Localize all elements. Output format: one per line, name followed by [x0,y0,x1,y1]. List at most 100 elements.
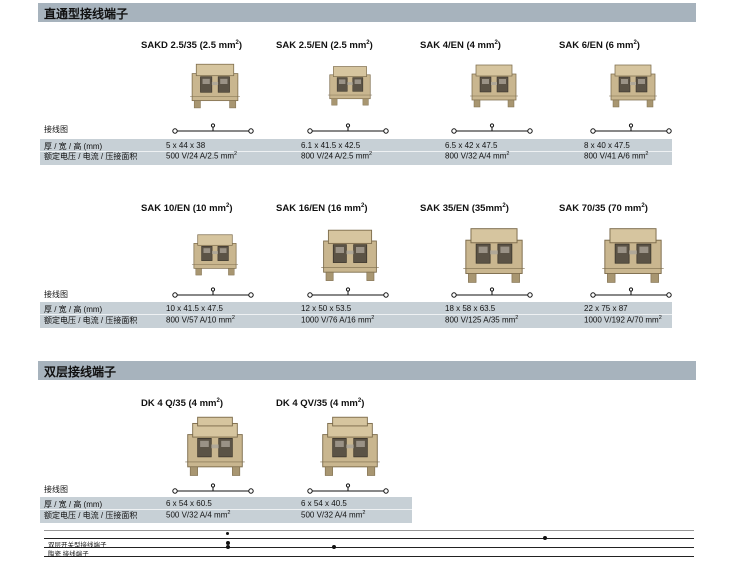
marker-dot [226,541,230,545]
product-photo [319,413,381,486]
dims-value: 8 x 40 x 47.5 [584,141,630,150]
divider [44,538,694,539]
dims-value: 6.5 x 42 x 47.5 [445,141,498,150]
wiring-diagram [590,123,672,134]
unit-superscript: 2 [231,315,235,321]
row-label-dims: 厚 / 宽 / 高 (mm) [44,500,103,509]
section-title: 双层接线端子 [44,365,117,379]
spec-row-divider [40,314,672,315]
dims-value: 12 x 50 x 53.5 [301,304,352,313]
spec-row-divider [40,151,672,152]
wiring-diagram [172,123,254,134]
rating-text: 800 V/57 A/10 mm [166,315,232,325]
product-title: SAK 2.5/EN (2.5 mm2) [276,40,373,51]
row-label-dims: 厚 / 宽 / 高 (mm) [44,305,103,314]
title-close: ) [229,203,233,215]
product-name: SAK 6/EN (6 mm [559,40,634,52]
dims-value: 22 x 75 x 87 [584,304,628,313]
title-close: ) [505,203,509,215]
wiring-diagram-cell [306,286,390,304]
product-photo [608,58,658,115]
wiring-diagram-cell [589,122,673,140]
unit-superscript: 2 [633,40,637,46]
marker-dot [226,545,230,549]
product-name: SAK 4/EN (4 mm [420,40,495,52]
product-photo [469,58,519,115]
rating-text: 500 V/32 A/4 mm [166,510,228,520]
wiring-diagram-cell [306,482,390,500]
marker-dot [332,545,336,549]
row-label-dims: 厚 / 宽 / 高 (mm) [44,142,103,151]
wiring-diagram [307,483,389,494]
row-label-rating: 额定电压 / 电流 / 压接面积 [44,152,138,161]
row-label-rating: 额定电压 / 电流 / 压接面积 [44,511,138,520]
rating-value: 500 V/24 A/2.5 mm2 [166,151,237,161]
rating-text: 800 V/24 A/2.5 mm [301,151,370,161]
unit-superscript: 2 [235,40,239,46]
title-close: ) [219,398,224,410]
rating-text: 1000 V/192 A/70 mm [584,315,659,325]
row-label-wiring: 接线图 [44,290,68,299]
section-title: 直通型接线端子 [44,7,129,21]
product-title: SAK 16/EN (16 mm2) [276,203,368,214]
dims-value: 5 x 44 x 38 [166,141,206,150]
rating-value: 800 V/57 A/10 mm2 [166,315,235,325]
unit-superscript: 2 [369,151,373,157]
wiring-diagram [451,123,533,134]
product-name: DK 4 Q/35 (4 mm [141,398,217,410]
unit-superscript: 2 [515,315,519,321]
product-photo [461,221,527,290]
terminal-block-image [321,229,379,281]
product-title: SAK 70/35 (70 mm2) [559,203,648,214]
title-close: ) [364,203,368,215]
rating-text: 500 V/32 A/4 mm [301,510,363,520]
product-photo [184,413,246,486]
unit-superscript: 2 [226,203,230,209]
wiring-diagram-cell [171,482,255,500]
product-name: SAK 16/EN (16 mm [276,203,362,215]
product-photo [320,222,380,289]
wiring-diagram [451,287,533,298]
product-photo [325,61,375,112]
wiring-diagram-cell [450,286,534,304]
rating-value: 500 V/32 A/4 mm2 [166,510,230,520]
footer-row-label: 双层开关型接线端子 [48,542,107,549]
rating-text: 800 V/32 A/4 mm [445,151,507,161]
dims-value: 6 x 54 x 60.5 [166,499,212,508]
product-photo [186,58,244,115]
rating-value: 1000 V/192 A/70 mm2 [584,315,662,325]
product-title: SAK 4/EN (4 mm2) [420,40,501,51]
product-title: SAK 35/EN (35mm2) [420,203,509,214]
product-name: SAK 2.5/EN (2.5 mm [276,40,367,52]
wiring-diagram [307,287,389,298]
divider [44,530,694,531]
wiring-diagram-cell [171,122,255,140]
rating-value: 800 V/32 A/4 mm2 [445,151,509,161]
unit-superscript: 2 [234,151,238,157]
row-label-wiring: 接线图 [44,485,68,494]
unit-superscript: 2 [658,315,662,321]
product-title: DK 4 Q/35 (4 mm2) [141,398,223,409]
wiring-diagram-cell [589,286,673,304]
spec-row-background [40,497,412,523]
terminal-block-image [185,416,245,476]
unit-superscript: 2 [227,510,231,516]
wiring-diagram [172,483,254,494]
title-close: ) [636,40,640,52]
rating-value: 1000 V/76 A/16 mm2 [301,315,374,325]
product-name: SAK 10/EN (10 mm [141,203,227,215]
terminal-block-image [470,64,518,107]
row-label-rating: 额定电压 / 电流 / 压接面积 [44,316,138,325]
wiring-diagram [590,287,672,298]
section-header-straight: 直通型接线端子 [38,3,696,22]
unit-superscript: 2 [216,398,220,404]
terminal-block-image [602,227,664,283]
product-title: SAKD 2.5/35 (2.5 mm2) [141,40,242,51]
wiring-diagram-cell [450,122,534,140]
product-title: SAK 10/EN (10 mm2) [141,203,233,214]
marker-dot [226,532,229,535]
rating-text: 500 V/24 A/2.5 mm [166,151,235,161]
terminal-block-image [327,65,373,105]
spec-row-divider [40,509,412,510]
title-close: ) [369,40,373,52]
